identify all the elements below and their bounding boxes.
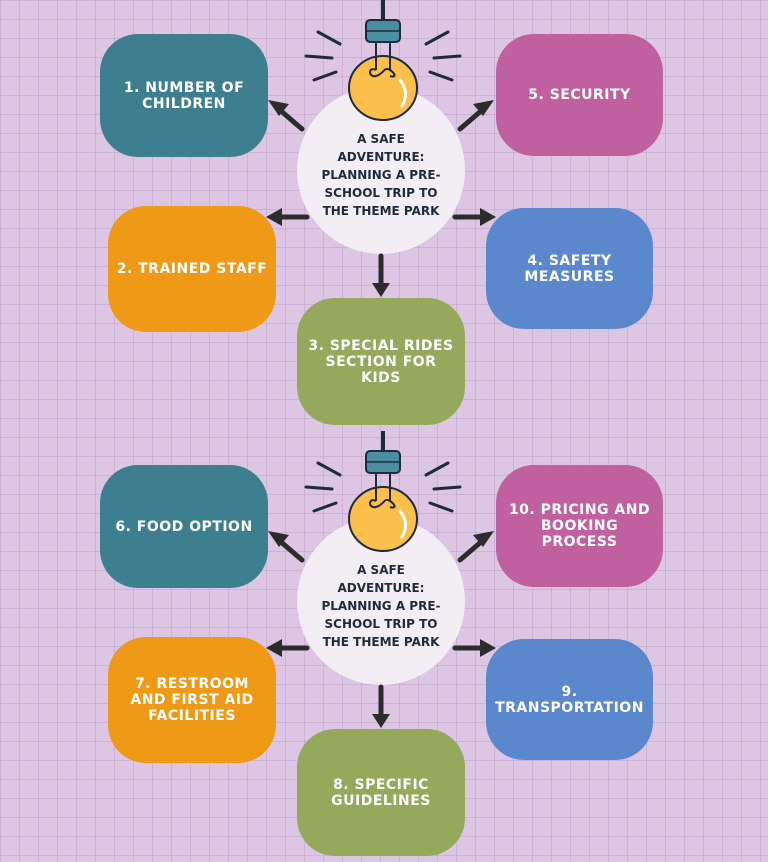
- arrow-icon: [372, 684, 390, 728]
- arrow-icon: [452, 208, 496, 226]
- topic-box-restroom-first-aid: 7. RESTROOM AND FIRST AID FACILITIES: [108, 637, 276, 763]
- arrow-icon: [452, 639, 496, 657]
- arrow-icon: [266, 208, 310, 226]
- topic-box-pricing-booking: 10. PRICING AND BOOKING PROCESS: [496, 465, 663, 587]
- arrow-icon: [457, 100, 494, 132]
- topic-box-trained-staff: 2. TRAINED STAFF: [108, 206, 276, 332]
- topic-box-food-option: 6. FOOD OPTION: [100, 465, 268, 588]
- arrow-icon: [268, 100, 305, 132]
- topic-box-safety-measures: 4. SAFETY MEASURES: [486, 208, 653, 329]
- arrow-icon: [457, 531, 494, 563]
- topic-box-number-of-children: 1. NUMBER OF CHILDREN: [100, 34, 268, 157]
- topic-box-specific-guidelines: 8. SPECIFIC GUIDELINES: [297, 729, 465, 856]
- topic-box-transportation: 9. TRANSPORTATION: [486, 639, 653, 760]
- topic-box-special-rides: 3. SPECIAL RIDES SECTION FOR KIDS: [297, 298, 465, 425]
- arrow-icon: [266, 639, 310, 657]
- central-topic-circle: A SAFE ADVENTURE: PLANNING A PRE-SCHOOL …: [297, 86, 465, 254]
- mindmap-panel-2: 6. FOOD OPTION 7. RESTROOM AND FIRST AID…: [0, 431, 768, 862]
- mindmap-panel-1: 1. NUMBER OF CHILDREN 2. TRAINED STAFF 3…: [100, 0, 663, 425]
- arrow-icon: [268, 531, 305, 563]
- arrow-icon: [372, 253, 390, 297]
- topic-box-security: 5. SECURITY: [496, 34, 663, 156]
- central-topic-circle: A SAFE ADVENTURE: PLANNING A PRE-SCHOOL …: [297, 517, 465, 685]
